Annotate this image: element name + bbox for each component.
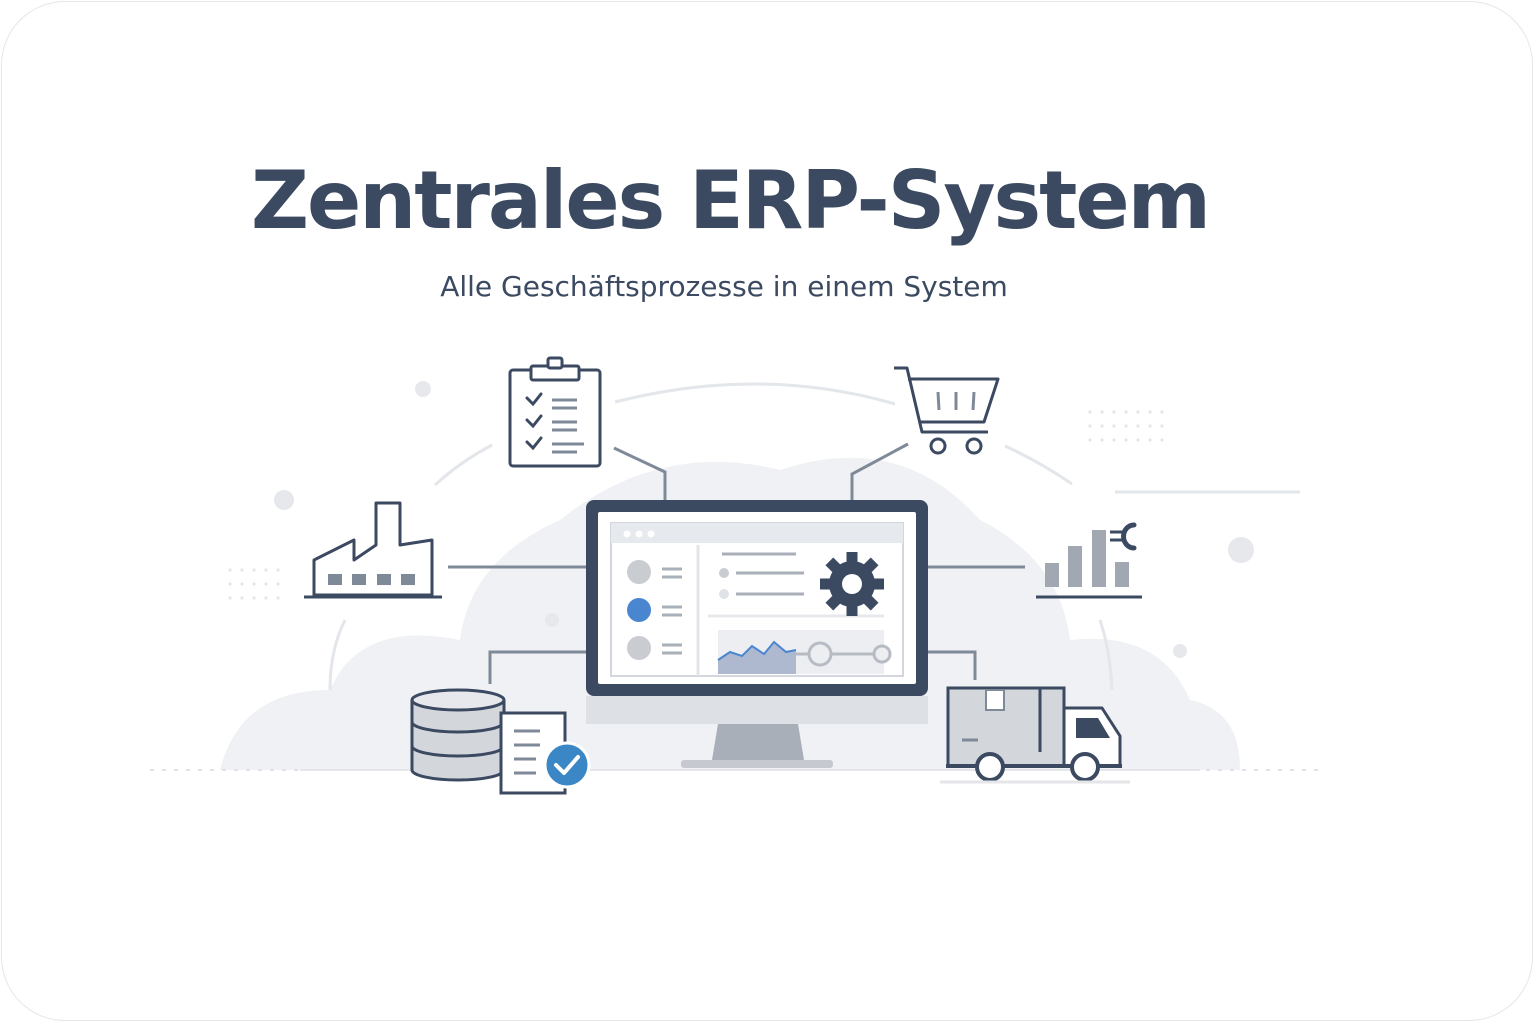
dot-grid-right bbox=[1088, 410, 1164, 442]
factory-icon bbox=[304, 501, 442, 599]
dot-grid-left bbox=[228, 568, 280, 600]
shopping-cart-icon bbox=[894, 366, 1000, 455]
gear-icon bbox=[820, 552, 884, 616]
database-document-check-icon bbox=[410, 688, 591, 795]
decorative-arcs bbox=[328, 382, 1114, 691]
page-subtitle: Alle Geschäftsprozesse in einem System bbox=[440, 270, 1008, 303]
finance-chart-euro-icon bbox=[1036, 522, 1142, 599]
delivery-truck-icon bbox=[940, 686, 1130, 784]
clipboard-checklist-icon bbox=[508, 356, 602, 468]
decorative-dots bbox=[274, 381, 1254, 658]
page-title: Zentrales ERP-System bbox=[251, 154, 1211, 247]
connector-lines bbox=[448, 442, 1025, 684]
computer-monitor-dashboard-icon bbox=[586, 500, 928, 768]
